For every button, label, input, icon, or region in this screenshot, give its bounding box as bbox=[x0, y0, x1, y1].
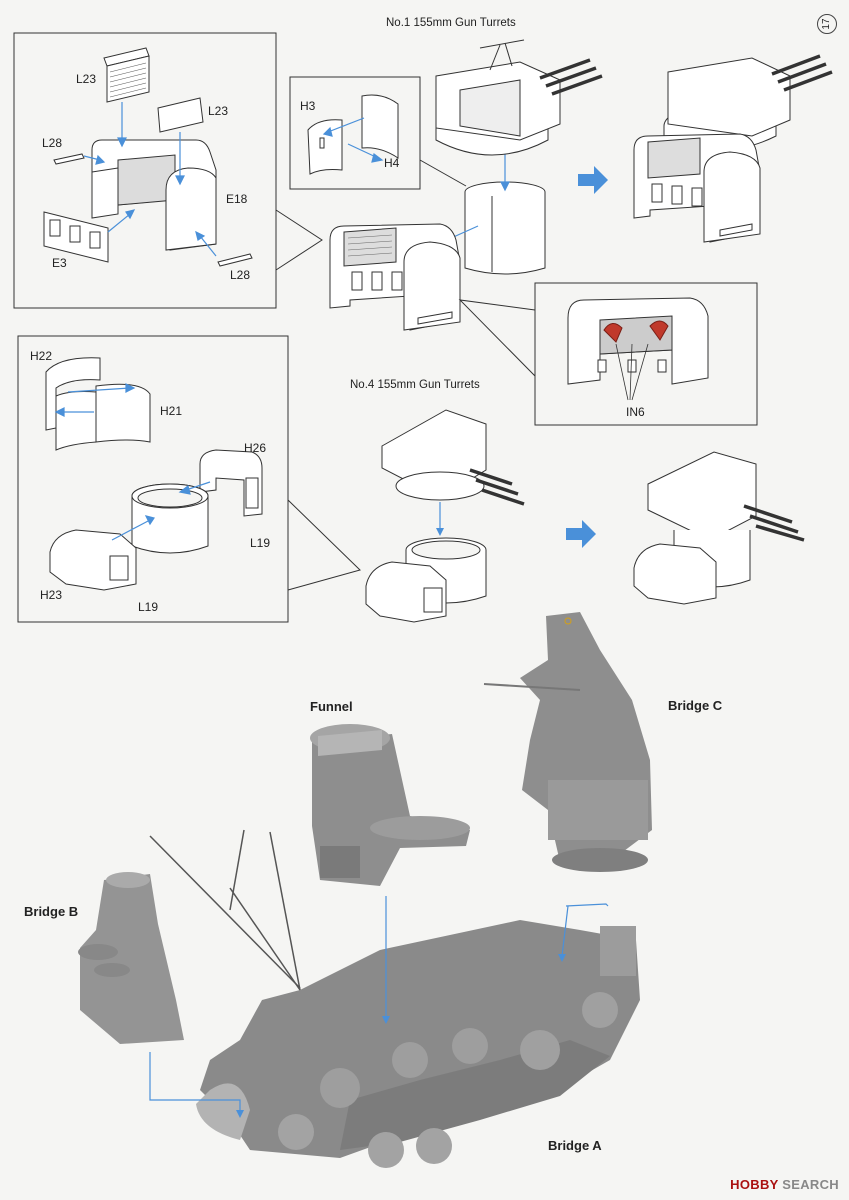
h3-h4-panel bbox=[289, 76, 421, 190]
part-l23-plate bbox=[157, 97, 204, 133]
part-barbette-ring bbox=[131, 483, 209, 554]
label-e18: E18 bbox=[226, 192, 248, 206]
part-e3-panel bbox=[43, 211, 109, 263]
watermark: HOBBY SEARCH bbox=[730, 1177, 839, 1192]
step-arrow bbox=[578, 166, 608, 194]
page-number: 17 bbox=[817, 14, 837, 34]
callout-line bbox=[458, 299, 536, 377]
label-h21: H21 bbox=[160, 404, 183, 418]
turret4-panel bbox=[17, 335, 289, 623]
turret4-title: No.4 155mm Gun Turrets bbox=[350, 379, 480, 391]
label-l23-b: L23 bbox=[208, 104, 229, 118]
label-h3: H3 bbox=[300, 99, 316, 113]
turret1-title: No.1 155mm Gun Turrets bbox=[386, 17, 516, 29]
part-l28-bar-left bbox=[53, 153, 85, 165]
in6-detail-panel bbox=[534, 282, 758, 426]
part-e18-housing bbox=[91, 139, 217, 251]
turret1-gun-house bbox=[435, 39, 603, 156]
label-bridge-c: Bridge C bbox=[668, 698, 723, 713]
label-h4: H4 bbox=[384, 156, 400, 170]
part-h26-housing bbox=[199, 449, 263, 517]
watermark-brand: HOBBY bbox=[730, 1177, 779, 1192]
label-l23-a: L23 bbox=[76, 72, 97, 86]
label-bridge-b: Bridge B bbox=[24, 904, 79, 919]
callout-line bbox=[287, 499, 361, 591]
turret4-base-assembly bbox=[365, 537, 487, 623]
bridge-b-render bbox=[78, 872, 184, 1044]
label-l19-b: L19 bbox=[138, 600, 159, 614]
label-h26: H26 bbox=[244, 441, 267, 455]
label-l28-b: L28 bbox=[230, 268, 251, 282]
assembly-arrows bbox=[83, 102, 217, 257]
part-l23-grille bbox=[103, 47, 150, 103]
part-h3-h4-shields bbox=[307, 94, 399, 175]
label-h23: H23 bbox=[40, 588, 63, 602]
turret4-gun-house bbox=[381, 409, 525, 506]
bridge-a-render bbox=[149, 829, 640, 1168]
label-l28-a: L28 bbox=[42, 136, 63, 150]
label-funnel: Funnel bbox=[310, 699, 353, 714]
part-l28-bar-right bbox=[217, 253, 253, 267]
in6-detail bbox=[567, 297, 709, 401]
turret1-base-assembly bbox=[329, 223, 461, 331]
e18-assembly-panel bbox=[13, 32, 277, 309]
turret4-completed bbox=[633, 451, 805, 605]
step-arrow bbox=[566, 520, 596, 548]
callout-line bbox=[275, 209, 323, 271]
label-h22: H22 bbox=[30, 349, 53, 363]
label-bridge-a: Bridge A bbox=[548, 1138, 602, 1153]
label-l19-a: L19 bbox=[250, 536, 271, 550]
label-in6: IN6 bbox=[626, 405, 645, 419]
watermark-suffix: SEARCH bbox=[778, 1177, 839, 1192]
callout-line bbox=[419, 159, 467, 187]
turret1-completed bbox=[633, 54, 833, 243]
part-h23-housing bbox=[49, 529, 137, 591]
part-h22-h21-shields bbox=[45, 357, 151, 451]
funnel-render bbox=[310, 724, 470, 886]
label-e3: E3 bbox=[52, 256, 67, 270]
bridge-c-render bbox=[483, 612, 652, 872]
part-barbette-cylinder bbox=[464, 181, 546, 275]
